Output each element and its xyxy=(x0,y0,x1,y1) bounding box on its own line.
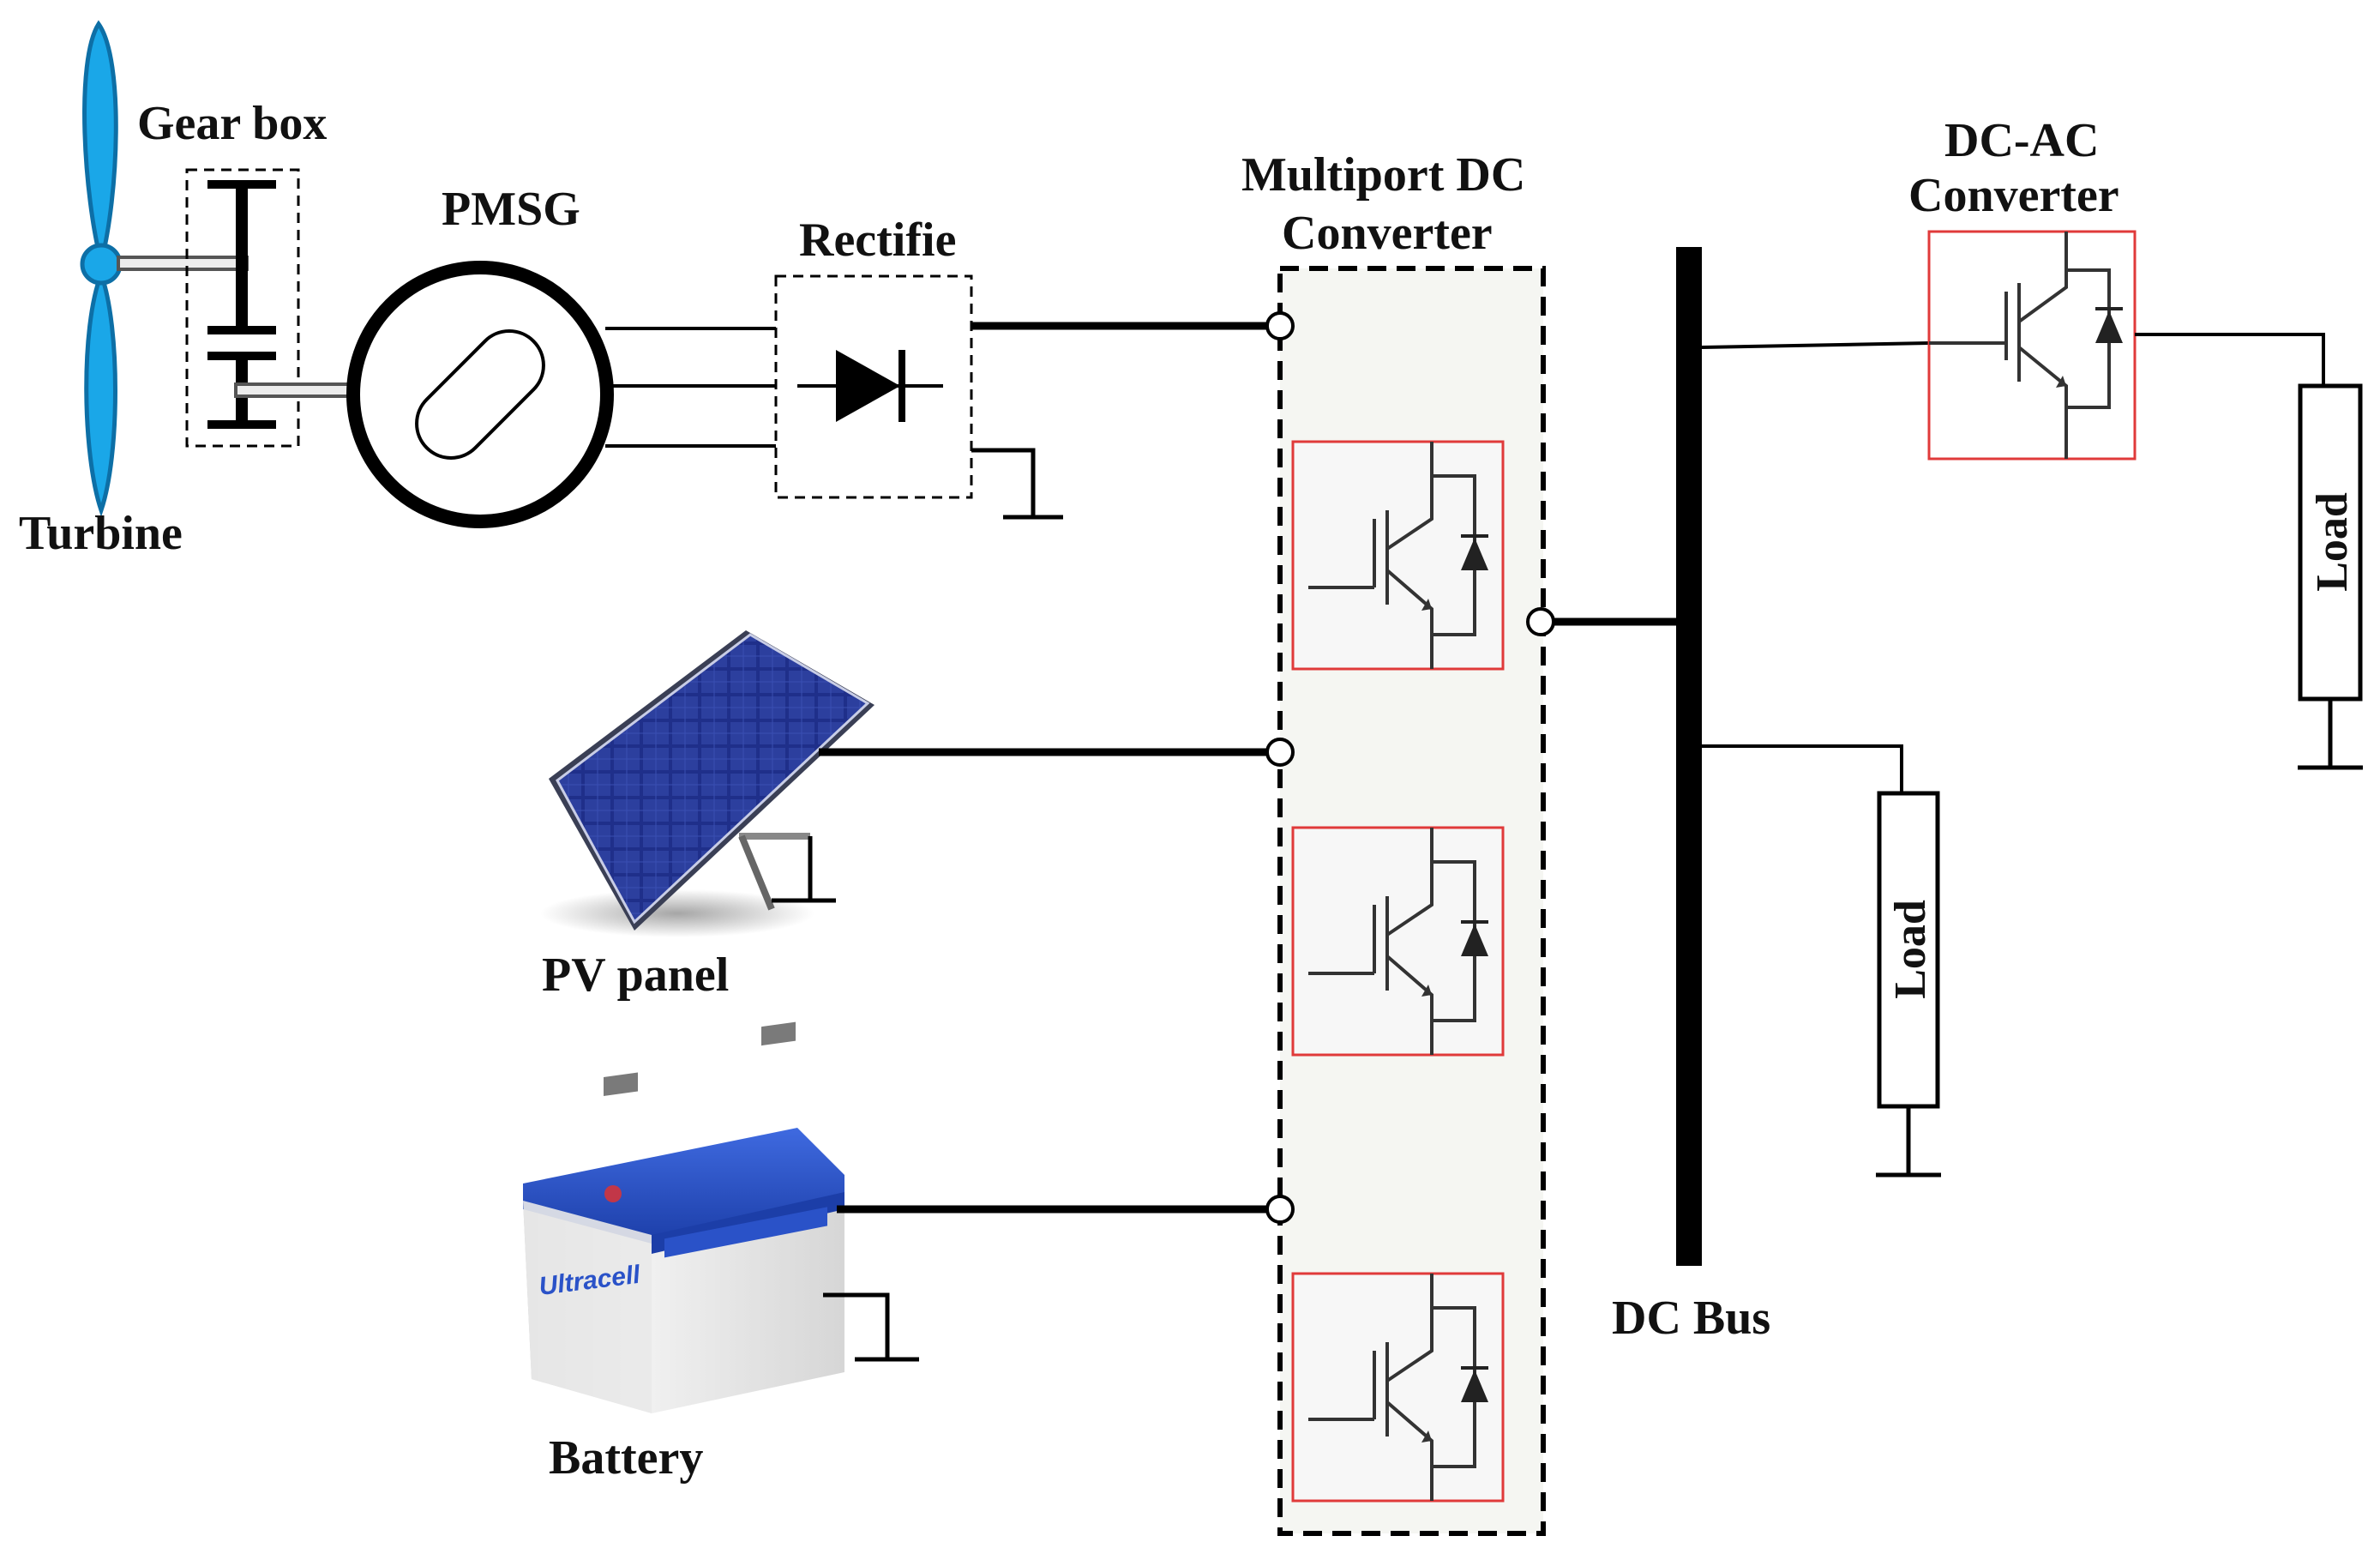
dc-bus-bar xyxy=(1676,247,1702,1266)
load-resistor-icon xyxy=(2298,383,2363,702)
wind-turbine-icon xyxy=(80,20,123,517)
ground-icon xyxy=(1876,1106,1941,1178)
multiport-label-line2: Converter xyxy=(1282,207,1493,260)
load-resistor-icon xyxy=(1877,791,1940,1109)
dc-bus-label: DC Bus xyxy=(1612,1292,1770,1345)
turbine-shaft xyxy=(117,256,249,271)
gearbox-icon xyxy=(185,168,300,448)
bus-to-load-wire xyxy=(1702,744,1903,793)
ground-icon xyxy=(823,1292,919,1362)
ground-icon xyxy=(971,448,1063,520)
generator-icon xyxy=(346,261,614,528)
generator-shaft xyxy=(234,382,358,398)
rectifier-label: Rectifie xyxy=(799,214,956,267)
converter-terminals xyxy=(1265,311,1555,1224)
multiport-label-line1: Multiport DC xyxy=(1241,148,1525,202)
bus-to-inverter-wire xyxy=(1701,341,1930,349)
battery-label: Battery xyxy=(549,1431,703,1485)
solar-panel-icon xyxy=(540,630,874,937)
three-phase-lines xyxy=(605,327,776,448)
dcac-label-line1: DC-AC xyxy=(1944,114,2099,167)
diode-icon xyxy=(797,350,943,422)
inverter-output-wire xyxy=(2135,333,2325,386)
gear-box-label: Gear box xyxy=(137,97,327,150)
igbt-switch-icon xyxy=(1291,1272,1505,1503)
load-label: Load xyxy=(2308,492,2357,592)
pmsg-label: PMSG xyxy=(442,183,580,236)
battery-icon: Ultracell xyxy=(523,1021,844,1413)
igbt-switch-icon xyxy=(1291,440,1505,671)
turbine-label: Turbine xyxy=(19,507,183,560)
ground-icon xyxy=(2298,699,2363,770)
igbt-switch-icon xyxy=(1291,826,1505,1057)
dcac-label-line2: Converter xyxy=(1908,169,2119,222)
pv-panel-label: PV panel xyxy=(542,949,729,1002)
load-label: Load xyxy=(1886,900,1935,999)
igbt-switch-icon xyxy=(1927,230,2137,461)
ground-icon xyxy=(772,836,836,903)
